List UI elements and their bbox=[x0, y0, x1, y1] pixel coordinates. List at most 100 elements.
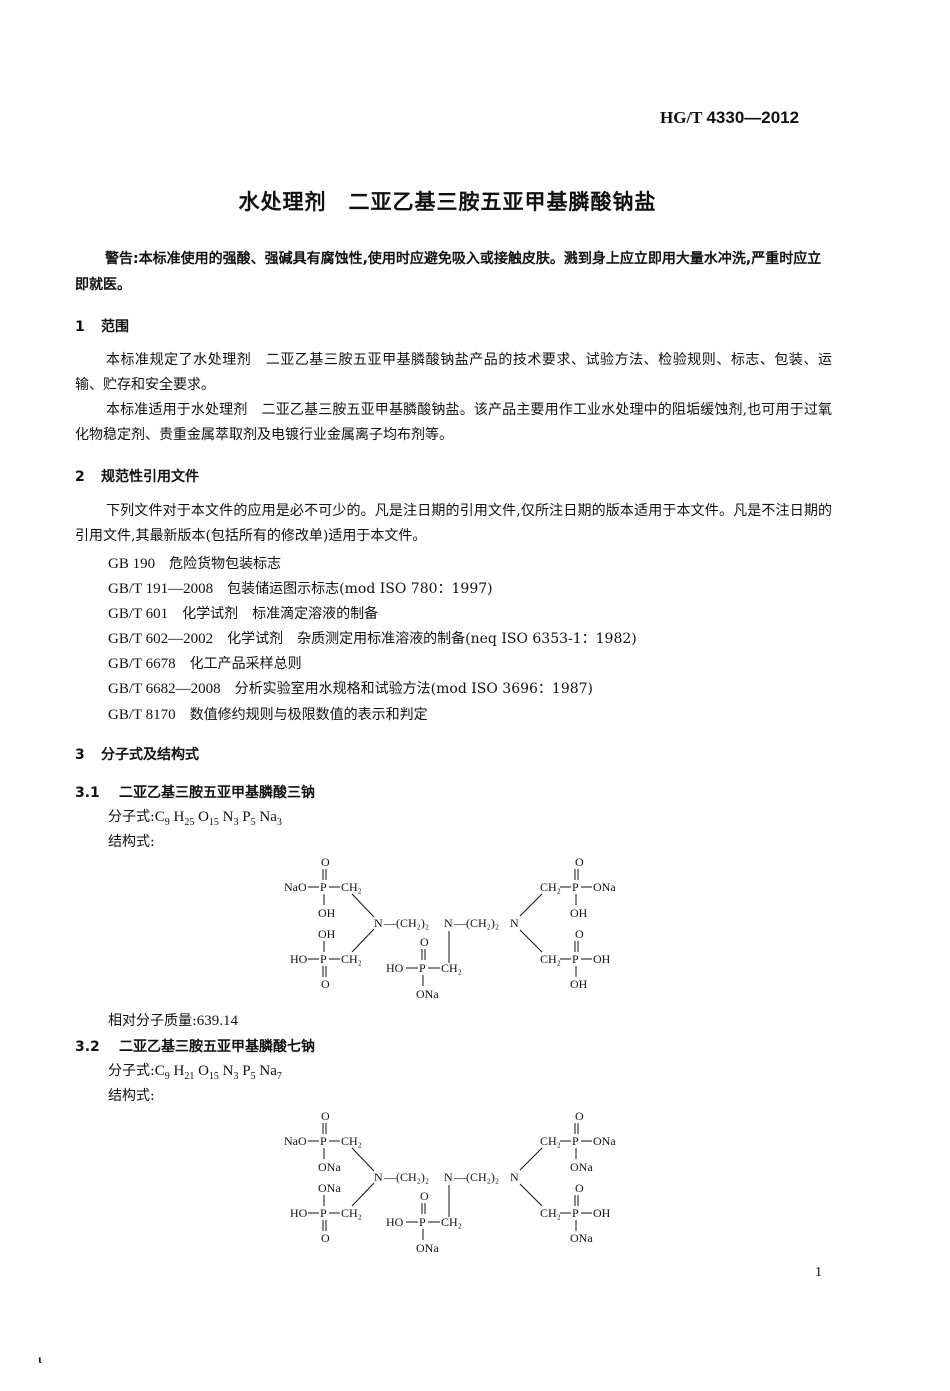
svg-text:ONa: ONa bbox=[416, 1241, 439, 1255]
svg-text:OH: OH bbox=[570, 977, 588, 991]
svg-text:CH₂: CH₂ bbox=[540, 1206, 561, 1220]
structural-formula-3-2: O NaO P CH₂ ONa ONa HO P CH₂ O N —(CH₂)₂… bbox=[270, 1104, 650, 1263]
reference-code: GB 190 bbox=[108, 556, 156, 572]
svg-text:ONa: ONa bbox=[318, 1160, 341, 1174]
molecular-mass-3-1: 相对分子质量:639.14 bbox=[108, 1010, 238, 1030]
molecular-formula-3-1: 分子式:C9 H25 O15 N3 P5 Na3 bbox=[108, 806, 282, 828]
reference-title: 危险货物包装标志 bbox=[169, 556, 282, 572]
subsection-title: 二亚乙基三胺五亚甲基膦酸七钠 bbox=[119, 1039, 315, 1055]
svg-text:P: P bbox=[419, 961, 426, 975]
svg-text:OH: OH bbox=[593, 952, 611, 966]
svg-text:—(CH₂)₂: —(CH₂)₂ bbox=[453, 916, 499, 930]
svg-text:CH₂: CH₂ bbox=[441, 961, 462, 975]
svg-text:—(CH₂)₂: —(CH₂)₂ bbox=[383, 1170, 429, 1184]
subsection-number: 3.2 bbox=[75, 1039, 100, 1055]
svg-text:N: N bbox=[510, 916, 519, 930]
svg-text:P: P bbox=[419, 1215, 426, 1229]
svg-text:O: O bbox=[575, 1109, 584, 1123]
subsection-title: 二亚乙基三胺五亚甲基膦酸三钠 bbox=[119, 785, 315, 801]
standard-code: HG/T 4330—2012 bbox=[660, 108, 799, 128]
svg-text:N: N bbox=[374, 1170, 383, 1184]
reference-item: GB 190 危险货物包装标志 bbox=[108, 553, 281, 573]
document-title: 水处理剂 二亚乙基三胺五亚甲基膦酸钠盐 bbox=[238, 190, 657, 214]
corner-mark: ι bbox=[38, 1352, 42, 1366]
reference-code: GB/T 6678 bbox=[108, 656, 176, 672]
svg-text:N: N bbox=[510, 1170, 519, 1184]
svg-text:HO: HO bbox=[386, 1215, 404, 1229]
svg-text:OH: OH bbox=[570, 906, 588, 920]
svg-text:O: O bbox=[575, 855, 584, 869]
reference-title: 数值修约规则与极限数值的表示和判定 bbox=[189, 707, 428, 723]
mass-value: 639.14 bbox=[196, 1013, 238, 1029]
formula-value: C9 H25 O15 N3 P5 Na3 bbox=[154, 809, 282, 828]
section-title: 分子式及结构式 bbox=[101, 747, 199, 763]
reference-title: 化学试剂 标准滴定溶液的制备 bbox=[182, 606, 379, 622]
subsection-3-2-heading: 3.2 二亚乙基三胺五亚甲基膦酸七钠 bbox=[75, 1036, 315, 1056]
svg-text:N: N bbox=[374, 916, 383, 930]
svg-text:CH₂: CH₂ bbox=[341, 952, 362, 966]
svg-text:NaO: NaO bbox=[284, 1134, 307, 1148]
svg-text:O: O bbox=[575, 927, 584, 941]
svg-text:CH₂: CH₂ bbox=[540, 1134, 561, 1148]
svg-text:P: P bbox=[320, 952, 327, 966]
subsection-number: 3.1 bbox=[75, 785, 100, 801]
reference-title: 分析实验室用水规格和试验方法(mod ISO 3696：1987) bbox=[234, 681, 594, 697]
svg-text:HO: HO bbox=[290, 1206, 308, 1220]
reference-item: GB/T 602—2002 化学试剂 杂质测定用标准溶液的制备(neq ISO 6… bbox=[108, 628, 637, 648]
section-2-paragraph: 下列文件对于本文件的应用是必不可少的。凡是注日期的引用文件,仅所注日期的版本适用… bbox=[75, 503, 832, 544]
formula-label: 分子式: bbox=[108, 809, 155, 825]
svg-text:CH₂: CH₂ bbox=[540, 880, 561, 894]
reference-title: 化学试剂 杂质测定用标准溶液的制备(neq ISO 6353-1：1982) bbox=[227, 631, 637, 647]
svg-text:ONa: ONa bbox=[416, 987, 439, 1001]
svg-text:P: P bbox=[320, 880, 327, 894]
svg-text:O: O bbox=[575, 1181, 584, 1195]
reference-item: GB/T 601 化学试剂 标准滴定溶液的制备 bbox=[108, 603, 378, 623]
structural-formula-3-1: O NaO P CH₂ OH OH HO P CH₂ O N —(CH₂)₂ N… bbox=[270, 850, 650, 1009]
svg-text:HO: HO bbox=[386, 961, 404, 975]
section-number: 1 bbox=[75, 319, 85, 335]
svg-text:O: O bbox=[321, 977, 330, 991]
svg-text:P: P bbox=[320, 1134, 327, 1148]
reference-code: GB/T 6682—2008 bbox=[108, 681, 221, 697]
svg-text:P: P bbox=[572, 880, 579, 894]
svg-text:NaO: NaO bbox=[284, 880, 307, 894]
reference-item: GB/T 8170 数值修约规则与极限数值的表示和判定 bbox=[108, 704, 428, 724]
standard-number: 4330—2012 bbox=[706, 108, 800, 127]
warning-notice: 警告:本标准使用的强酸、强碱具有腐蚀性,使用时应避免吸入或接触皮肤。溅到身上应立… bbox=[75, 251, 822, 293]
svg-text:O: O bbox=[420, 935, 429, 949]
svg-text:OH: OH bbox=[593, 1206, 611, 1220]
page-number: 1 bbox=[815, 1265, 822, 1280]
svg-text:OH: OH bbox=[318, 927, 336, 941]
svg-text:O: O bbox=[321, 855, 330, 869]
mass-label: 相对分子质量: bbox=[108, 1013, 197, 1029]
structure-label-3-2: 结构式: bbox=[108, 1088, 155, 1104]
svg-text:CH₂: CH₂ bbox=[341, 880, 362, 894]
section-title: 范围 bbox=[101, 319, 129, 335]
section-1-heading: 1 范围 bbox=[75, 316, 129, 336]
svg-text:ONa: ONa bbox=[593, 880, 616, 894]
structure-label-3-1: 结构式: bbox=[108, 834, 155, 850]
svg-text:P: P bbox=[572, 952, 579, 966]
section-1-paragraph-2: 本标准适用于水处理剂 二亚乙基三胺五亚甲基膦酸钠盐。该产品主要用作工业水处理中的… bbox=[75, 402, 832, 443]
svg-text:N: N bbox=[444, 916, 453, 930]
section-number: 3 bbox=[75, 747, 85, 763]
svg-text:CH₂: CH₂ bbox=[540, 952, 561, 966]
svg-text:P: P bbox=[572, 1134, 579, 1148]
reference-code: GB/T 601 bbox=[108, 606, 169, 622]
section-number: 2 bbox=[75, 469, 85, 485]
svg-text:CH₂: CH₂ bbox=[341, 1134, 362, 1148]
svg-text:O: O bbox=[321, 1231, 330, 1245]
reference-code: GB/T 602—2002 bbox=[108, 631, 214, 647]
svg-text:ONa: ONa bbox=[318, 1181, 341, 1195]
svg-text:ONa: ONa bbox=[570, 1231, 593, 1245]
molecular-formula-3-2: 分子式:C9 H21 O15 N3 P5 Na7 bbox=[108, 1060, 282, 1082]
reference-title: 包装储运图示标志(mod ISO 780：1997) bbox=[227, 581, 493, 597]
svg-text:O: O bbox=[321, 1109, 330, 1123]
svg-text:P: P bbox=[572, 1206, 579, 1220]
svg-text:ONa: ONa bbox=[570, 1160, 593, 1174]
reference-code: GB/T 8170 bbox=[108, 707, 176, 723]
svg-text:P: P bbox=[320, 1206, 327, 1220]
svg-text:CH₂: CH₂ bbox=[441, 1215, 462, 1229]
